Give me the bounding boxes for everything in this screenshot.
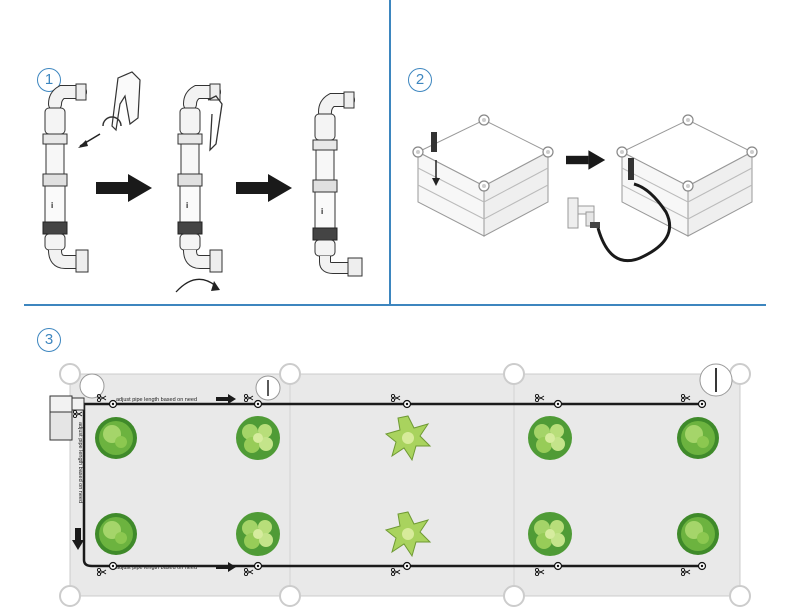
arrow-right-icon bbox=[236, 174, 292, 202]
step-1-number: 1 bbox=[37, 68, 61, 92]
plant-icon bbox=[95, 417, 137, 459]
plant-icon bbox=[528, 512, 572, 556]
assembly-pipe-icon bbox=[42, 83, 363, 277]
plant-icon bbox=[677, 417, 719, 459]
plant-icon bbox=[95, 513, 137, 555]
plant-icon bbox=[236, 416, 280, 460]
section-divider-vertical bbox=[389, 0, 391, 305]
pipe-label-top: adjust pipe length based on need bbox=[116, 397, 197, 403]
section-divider-horizontal bbox=[24, 304, 766, 306]
faucet-icon bbox=[567, 197, 600, 229]
plant-icon bbox=[528, 416, 572, 460]
pipe-label-bottom: adjust pipe length based on need bbox=[116, 565, 197, 571]
clip-icon bbox=[78, 71, 223, 152]
step-2-number: 2 bbox=[408, 68, 432, 92]
arrow-right-icon bbox=[96, 174, 152, 202]
plant-icon bbox=[236, 512, 280, 556]
step-3-number: 3 bbox=[37, 328, 61, 352]
plant-icon bbox=[677, 513, 719, 555]
raised-bed-icon bbox=[412, 114, 758, 237]
hose bbox=[596, 182, 672, 263]
garden-bed-layout: adjust pipe length based on need adjust … bbox=[49, 363, 751, 607]
arrow-right-icon bbox=[566, 150, 606, 170]
pipe-label-left: adjust pipe length based on need bbox=[77, 422, 83, 503]
rotate-arrow-icon bbox=[175, 278, 220, 293]
